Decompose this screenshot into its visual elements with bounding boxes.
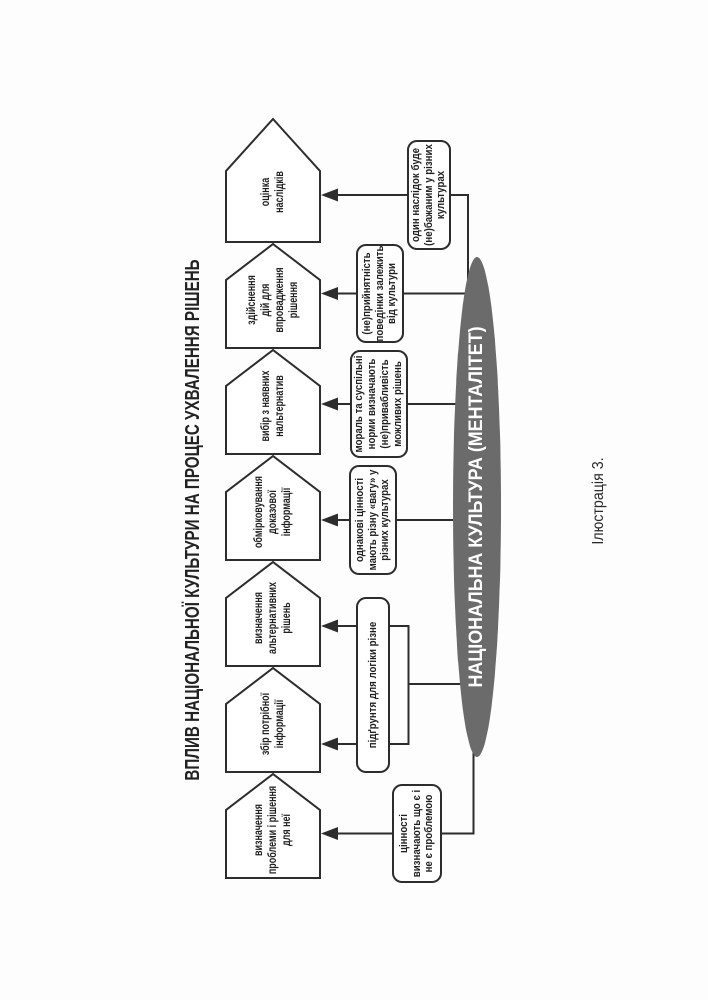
note-label-5: (не)прийнятність поведінки залежить від … [360,245,399,342]
step-chevron-1 [225,772,321,879]
step-label-3: визначення альтернативних рішень [253,581,293,655]
note-label-4: мораль та суспільні норми визначають (не… [353,355,404,453]
culture-ellipse-label: НАЦІОНАЛЬНА КУЛЬТУРА (МЕНТАЛІТЕТ) [466,326,487,688]
step-chevron-4 [225,454,321,561]
note-label-6: один наслідок буде (не)бажаним у різних … [409,144,448,246]
arrowhead-step-3 [321,619,338,633]
arrowhead-step-7 [321,188,338,202]
arrowhead-step-1 [321,827,338,840]
step-label-6: здійснення дій для впровадження рішення [246,267,300,333]
arrowhead-step-6 [321,287,338,300]
note-box-6 [407,140,451,250]
note-boxes [349,140,451,883]
diagram-title: ВПЛИВ НАЦІОНАЛЬНОЇ КУЛЬТУРИ НА ПРОЦЕС УХ… [181,259,204,781]
note-box-5 [356,244,404,343]
step-label-5: вибір з наявних нальтернатив [260,370,286,442]
step-chevron-7 [225,117,321,243]
arrowhead-step-5 [321,397,338,411]
note-label-1: цінності визначають що є і не є проблемо… [397,790,436,878]
step-label-7: оцінка наслідків [260,171,286,213]
step-chevrons [225,117,321,879]
note-box-3 [349,465,397,575]
figure-caption: Ілюстрація 3. [590,457,607,545]
step-chevron-6 [225,242,321,349]
arrowhead-step-4 [321,513,338,527]
step-chevron-3 [225,560,321,667]
step-chevron-2 [225,666,321,773]
step-label-4: обмірковування доказової інформації [253,475,293,549]
note-box-4 [350,350,408,458]
step-label-1: визначення проблеми і рішення для неї [253,785,293,875]
culture-ellipse [453,257,501,757]
connector-note-6 [330,194,469,282]
arrowhead-step-2 [321,737,338,751]
note-label-2: підґрунтя для логіки різне [366,621,379,749]
step-chevron-5 [225,348,321,455]
connector-note-1 [330,746,475,835]
note-box-2 [356,597,390,773]
note-box-1 [392,784,442,883]
step-label-2: збір потрібної інформації [260,692,286,756]
note-label-3: однакові цінності мають різну «вагу» у р… [353,470,392,571]
arrowheads [321,188,338,840]
